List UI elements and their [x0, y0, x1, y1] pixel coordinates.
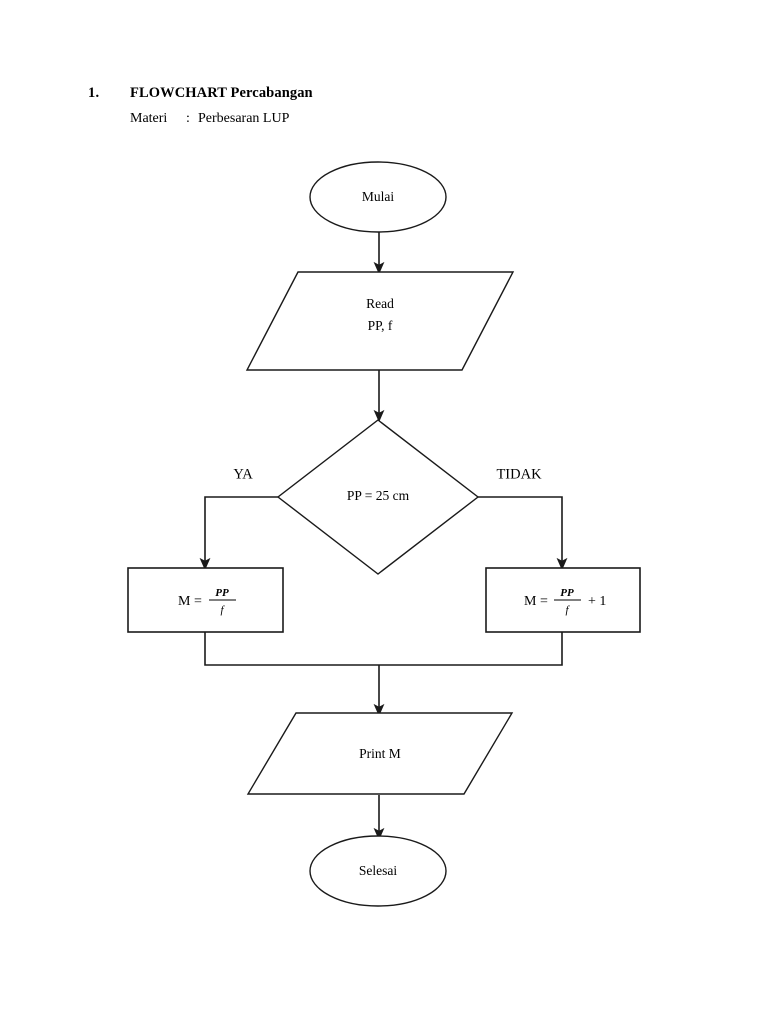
decision-shape: [276, 419, 480, 575]
material-label: Materi: [130, 110, 168, 126]
heading-block: 1. FLOWCHART Percabangan Materi : Perbes…: [88, 86, 648, 126]
process-no-formula-prefix: M =: [524, 594, 548, 609]
process-yes-formula-denominator: f: [220, 604, 225, 616]
process-no-formula-suffix: + 1: [588, 594, 606, 609]
node-end[interactable]: Selesai: [309, 835, 447, 907]
process-no-formula-denominator: f: [565, 604, 570, 616]
process-no-formula-numerator: PP: [560, 587, 574, 599]
read-input-label-line1: Read: [366, 296, 394, 311]
print-output-shape: [246, 712, 514, 795]
page-title: FLOWCHART Percabangan: [130, 85, 313, 101]
process-yes-formula-prefix: M =: [178, 594, 202, 609]
node-process-no[interactable]: M = PP f + 1: [485, 567, 641, 633]
node-decision[interactable]: PP = 25 cm: [276, 419, 480, 575]
process-yes-shape: [127, 567, 284, 633]
node-process-yes[interactable]: M = PP f: [127, 567, 284, 633]
start-terminator-shape: [309, 161, 447, 233]
connector-group: [199, 232, 568, 841]
process-yes-formula-numerator: PP: [215, 587, 229, 599]
node-read-input[interactable]: Read PP, f: [245, 271, 515, 371]
end-terminator-label: Selesai: [359, 863, 397, 878]
material-value: Perbesaran LUP: [198, 110, 290, 126]
decision-label: PP = 25 cm: [347, 488, 410, 503]
end-terminator-shape: [309, 835, 447, 907]
node-start[interactable]: Mulai: [309, 161, 447, 233]
edge-decision-to-process-no: [478, 496, 568, 571]
material-row: Materi : Perbesaran LUP: [88, 110, 648, 126]
edge-process-no-to-merge: [379, 632, 563, 666]
edge-process-yes-to-merge: [204, 632, 379, 666]
branch-label-no: TIDAK: [496, 466, 542, 482]
edge-decision-to-process-yes: [199, 496, 278, 571]
material-separator: :: [186, 110, 190, 126]
node-print-output[interactable]: Print M: [246, 712, 514, 795]
print-output-label: Print M: [359, 746, 401, 761]
heading-title-row: 1. FLOWCHART Percabangan: [88, 86, 648, 101]
read-input-label-line2: PP, f: [368, 318, 393, 333]
branch-label-yes: YA: [233, 466, 253, 482]
list-number: 1.: [88, 85, 100, 101]
start-terminator-label: Mulai: [362, 189, 394, 204]
read-input-shape: [245, 271, 515, 371]
